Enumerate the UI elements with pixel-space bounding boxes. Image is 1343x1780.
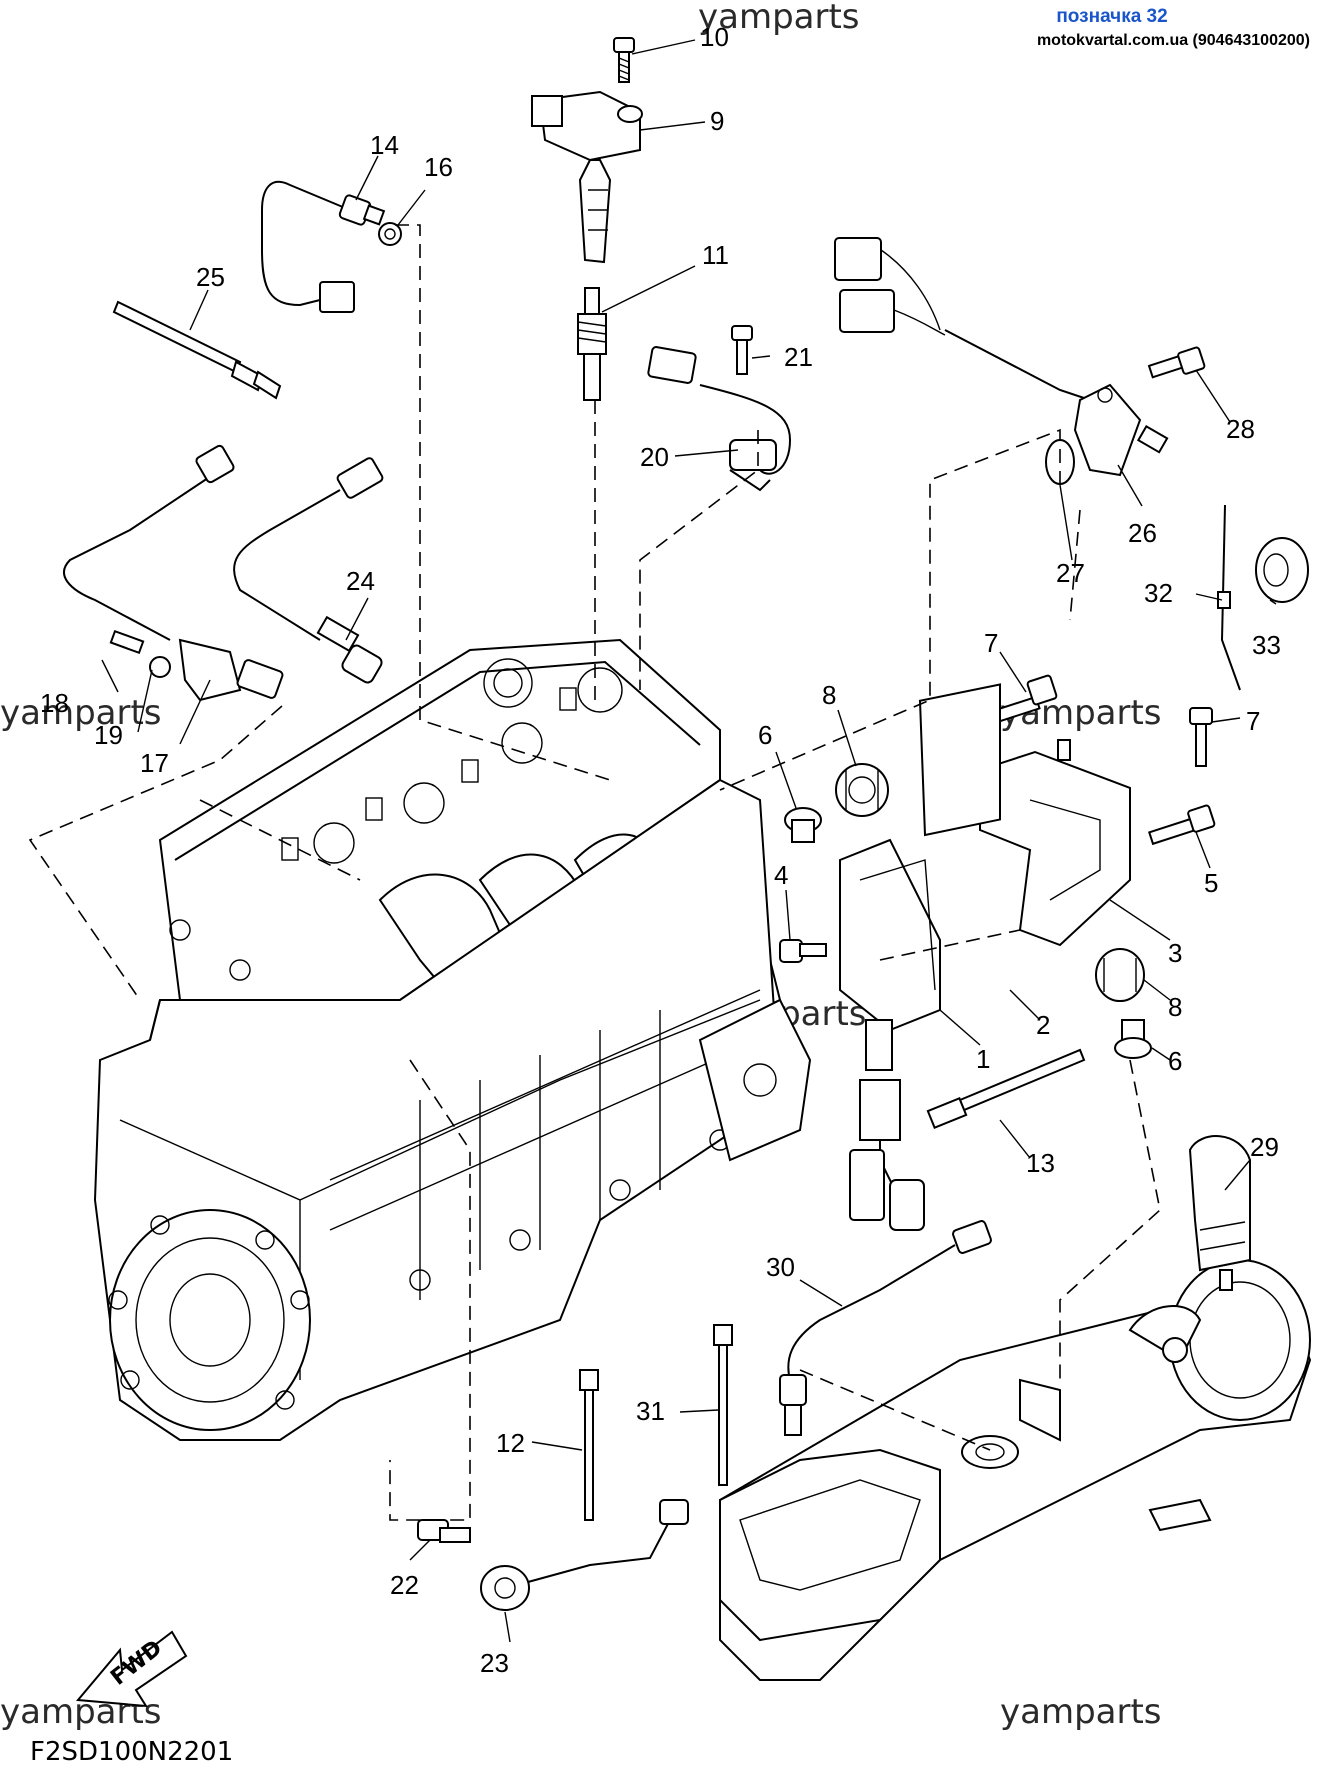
ecu-1 <box>839 838 941 1231</box>
assembly-lines <box>28 224 1161 1521</box>
harness-connectors <box>834 237 1091 401</box>
callout-number: 7 <box>1246 706 1260 736</box>
callout-number: 27 <box>1056 558 1085 588</box>
watermark: yamparts <box>0 693 162 733</box>
callout-number: 6 <box>1168 1046 1182 1076</box>
callout-number: 11 <box>702 240 729 270</box>
engine-block <box>93 638 812 1441</box>
callout-number: 1 <box>976 1044 990 1074</box>
forward-arrow-icon: FWD <box>75 1630 188 1708</box>
bolt-5 <box>1148 804 1216 846</box>
callout-number: 7 <box>984 628 998 658</box>
callout-number: 9 <box>710 106 724 136</box>
grommet-8b <box>1095 948 1145 1002</box>
ignition-coil-9 <box>531 90 643 264</box>
callout-number: 21 <box>784 342 813 372</box>
callout-number: 8 <box>822 680 836 710</box>
callout-number: 20 <box>640 442 669 472</box>
grommet-33 <box>1255 537 1309 603</box>
collar-6 <box>784 807 822 843</box>
cam-sensor-20 <box>647 346 792 492</box>
callout-number: 31 <box>636 1396 665 1426</box>
spark-plug-11 <box>577 287 607 401</box>
crank-sensor-26 <box>1073 383 1169 477</box>
callout-number: 10 <box>700 22 729 52</box>
cable-tie-31 <box>713 1324 733 1486</box>
bracket-3 <box>979 739 1131 947</box>
callout-number: 2 <box>1036 1010 1050 1040</box>
callout-number: 23 <box>480 1648 509 1678</box>
sensor-22 <box>417 1519 471 1543</box>
callout-number: 18 <box>40 688 69 718</box>
callout-number: 24 <box>346 566 375 596</box>
callout-number: 32 <box>1144 578 1173 608</box>
callout-number: 12 <box>496 1428 525 1458</box>
leader-lines <box>101 39 1277 1643</box>
site-label: motokvartal.com.ua (904643100200) <box>1037 32 1310 49</box>
callout-number: 26 <box>1128 518 1157 548</box>
callout-number: 29 <box>1250 1132 1279 1162</box>
clip-29 <box>1188 1135 1251 1272</box>
bolt-28 <box>1147 346 1206 379</box>
callout-number: 19 <box>94 720 123 750</box>
callout-number: 6 <box>758 720 772 750</box>
callout-number: 25 <box>196 262 225 292</box>
callout-number: 30 <box>766 1252 795 1282</box>
exhaust-pipe <box>719 1259 1312 1681</box>
watermark: yamparts <box>698 0 860 37</box>
sensor-14 <box>261 180 402 313</box>
callout-numbers: 10 9 14 16 25 11 21 20 28 26 27 24 18 19… <box>40 22 1281 1678</box>
gasket-2 <box>918 683 1001 837</box>
sensor-30 <box>779 1220 992 1436</box>
callout-number: 13 <box>1026 1148 1055 1178</box>
collar-6b <box>1114 1019 1152 1059</box>
callout-number: 16 <box>424 152 453 182</box>
callout-number: 5 <box>1204 868 1218 898</box>
sensor-24 <box>233 457 384 684</box>
callout-number: 14 <box>370 130 399 160</box>
bolt-7b <box>1189 707 1213 767</box>
callout-number: 22 <box>390 1570 419 1600</box>
knock-sensor-23 <box>480 1499 689 1611</box>
bolt-10 <box>613 37 635 83</box>
callout-number: 8 <box>1168 992 1182 1022</box>
temp-probe-13 <box>926 1048 1086 1130</box>
drawing-code: F2SD100N2201 <box>30 1737 233 1767</box>
watermark: yamparts <box>1000 1692 1162 1732</box>
grommet-8 <box>835 763 889 817</box>
callout-number: 4 <box>774 860 788 890</box>
callout-number: 3 <box>1168 938 1182 968</box>
temp-probe-25 <box>112 300 282 400</box>
bolt-21 <box>731 325 753 375</box>
badge-label: позначка 32 <box>1056 6 1167 27</box>
callout-number: 17 <box>140 748 169 778</box>
sensor-17 <box>63 444 284 702</box>
cable-tie-32 <box>1217 504 1241 691</box>
callout-number: 33 <box>1252 630 1281 660</box>
cable-tie-12 <box>579 1369 599 1521</box>
bolt-4 <box>779 939 827 963</box>
callout-number: 28 <box>1226 414 1255 444</box>
